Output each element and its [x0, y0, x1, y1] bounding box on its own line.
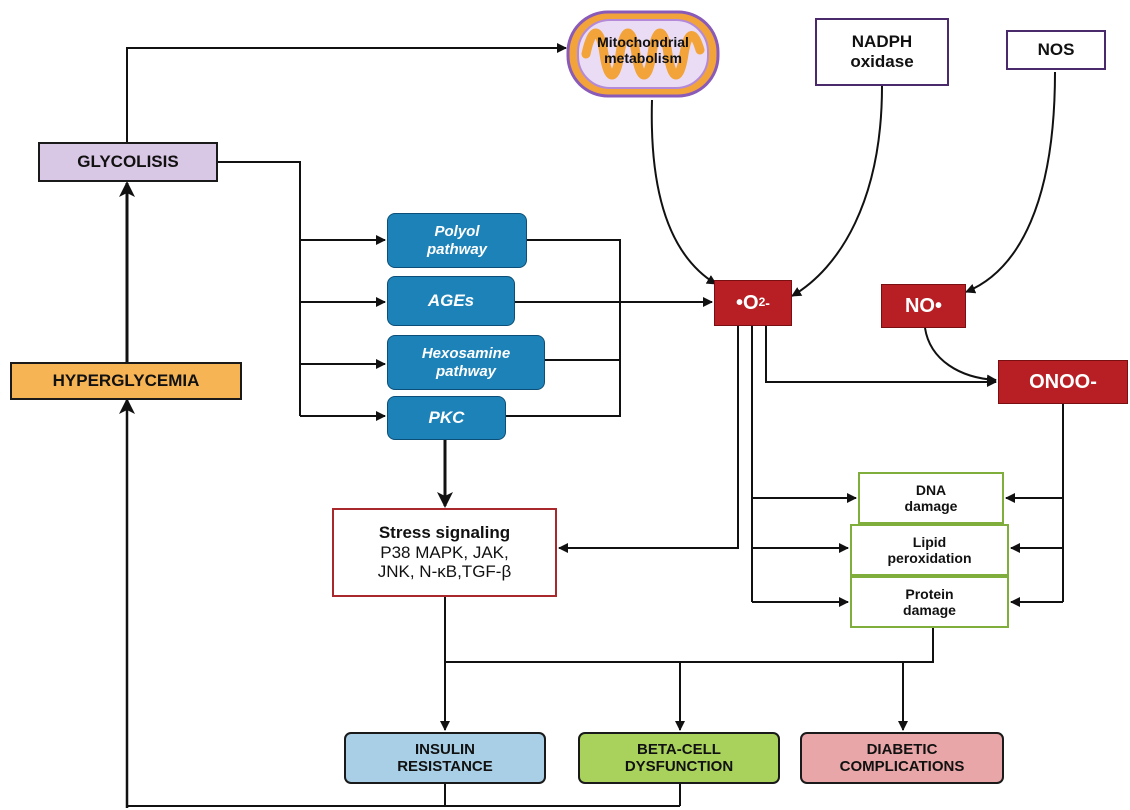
stress-title: Stress signaling: [378, 523, 511, 543]
insulin-resistance-node: INSULIN RESISTANCE: [344, 732, 546, 784]
mitochondrial-metabolism-label: Mitochondrial metabolism: [578, 34, 708, 66]
diabetic-complications-node: DIABETIC COMPLICATIONS: [800, 732, 1004, 784]
line-damage-down: [445, 628, 934, 663]
protein-damage-node: Protein damage: [850, 576, 1009, 628]
protein-line1: Protein: [905, 585, 954, 602]
hyperglycemia-node: HYPERGLYCEMIA: [10, 362, 242, 400]
protein-line2: damage: [903, 602, 956, 618]
nos-node: NOS: [1006, 30, 1106, 70]
arrow-superoxide-to-stress: [558, 326, 739, 553]
line-pkc-out: [506, 300, 621, 417]
lipid-line1: Lipid: [912, 533, 947, 550]
polyol-pathway-node: Polyol pathway: [387, 213, 527, 268]
stress-line2: P38 MAPK, JAK,: [380, 542, 509, 562]
stress-line3: JNK, N-κB,TGF-β: [377, 562, 512, 582]
arrow-nos-to-no: [965, 71, 1056, 294]
insulin-line2: RESISTANCE: [397, 758, 493, 775]
arrow-glycolisis-to-mitochondria: [126, 43, 567, 142]
beta-cell-dysfunction-node: BETA-CELL DYSFUNCTION: [578, 732, 780, 784]
nadph-line2: oxidase: [850, 52, 914, 71]
arrow-nadph-to-superoxide: [791, 85, 883, 297]
dna-line2: damage: [904, 498, 958, 514]
diabetic-line2: COMPLICATIONS: [839, 758, 965, 775]
lipid-line2: peroxidation: [887, 550, 972, 566]
lipid-peroxidation-node: Lipid peroxidation: [850, 524, 1009, 576]
ages-label: AGEs: [427, 291, 475, 311]
beta-line1: BETA-CELL: [637, 740, 721, 758]
arrow-no-to-onoo: [924, 327, 997, 385]
superoxide-subscript: 2: [758, 295, 766, 310]
hexosamine-pathway-node: Hexosamine pathway: [387, 335, 545, 390]
superoxide-main: •O: [736, 291, 759, 314]
diabetic-line1: DIABETIC: [866, 740, 938, 758]
stress-signaling-node: Stress signaling P38 MAPK, JAK, JNK, N-κ…: [332, 508, 557, 597]
no-label: NO•: [904, 294, 942, 317]
ages-node: AGEs: [387, 276, 515, 326]
polyol-line1: Polyol: [434, 223, 480, 241]
onoo-label: ONOO-: [1029, 370, 1097, 393]
glycolisis-label: GLYCOLISIS: [77, 152, 179, 172]
hexosamine-line2: pathway: [435, 362, 496, 380]
mitochondrial-line2: metabolism: [604, 50, 682, 67]
beta-line2: DYSFUNCTION: [624, 758, 734, 775]
pkc-node: PKC: [387, 396, 506, 440]
dna-damage-node: DNA damage: [858, 472, 1004, 524]
superoxide-superscript: -: [765, 294, 770, 311]
nitric-oxide-node: NO•: [881, 284, 966, 328]
insulin-line1: INSULIN: [415, 740, 475, 758]
mitochondria-icon: [566, 10, 720, 98]
glycolisis-node: GLYCOLISIS: [38, 142, 218, 182]
hexosamine-line1: Hexosamine: [421, 345, 511, 363]
hyperglycemia-label: HYPERGLYCEMIA: [52, 371, 200, 391]
nadph-oxidase-node: NADPH oxidase: [815, 18, 949, 86]
line-glycolisis-to-pathways: [217, 161, 301, 416]
nos-label: NOS: [1037, 40, 1075, 60]
arrow-mitochondria-to-superoxide: [650, 99, 717, 285]
mitochondrial-line1: Mitochondrial: [597, 34, 689, 50]
peroxynitrite-node: ONOO-: [998, 360, 1128, 404]
dna-line1: DNA: [915, 481, 947, 498]
nadph-line1: NADPH: [851, 32, 913, 52]
pkc-label: PKC: [428, 408, 465, 428]
arrow-superoxide-to-onoo: [765, 326, 997, 387]
polyol-line2: pathway: [426, 240, 487, 258]
